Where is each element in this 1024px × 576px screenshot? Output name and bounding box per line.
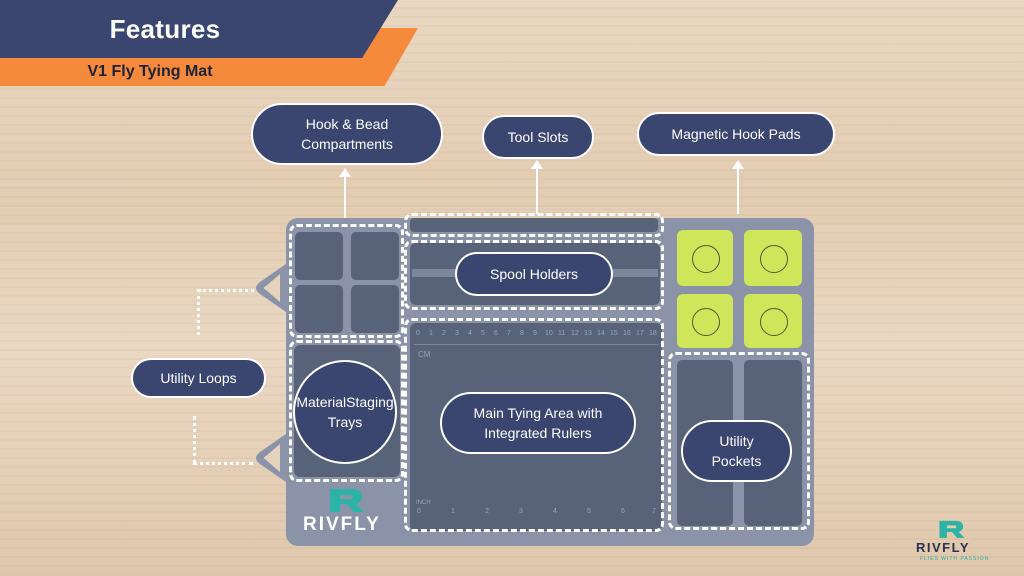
compartment-2 — [351, 232, 399, 280]
ruler-tick: 1 — [429, 330, 433, 337]
corner-brand-tagline: FLIES WITH PASSION — [920, 556, 990, 562]
page-title: Features — [109, 14, 221, 44]
rivfly-logo-mark — [330, 489, 364, 512]
tool-slot — [410, 218, 658, 232]
outline-utility-pockets — [668, 352, 810, 530]
connector-loop-top-v — [197, 289, 200, 335]
callout-magnetic-hook-pads: Magnetic Hook Pads — [637, 112, 835, 156]
compartment-4 — [351, 285, 399, 333]
outline-tool-slots — [404, 213, 664, 237]
arrow-tool-slots — [536, 168, 538, 214]
compartment-3 — [295, 285, 343, 333]
ruler-tick: 0 — [416, 330, 420, 337]
compartment-1 — [295, 232, 343, 280]
inch-tick: 0 — [417, 508, 421, 515]
ruler-tick: 11 — [558, 330, 566, 337]
header-banner — [0, 0, 398, 58]
magnetic-pad-3 — [677, 294, 733, 348]
inch-tick: 1 — [451, 508, 455, 515]
ruler-tick: 6 — [494, 330, 498, 337]
inch-tick: 5 — [587, 508, 591, 515]
connector-loop-bottom-h — [193, 462, 253, 465]
callout-spool-holders: Spool Holders — [455, 252, 613, 296]
corner-brand-logo: RIVFLY — [916, 540, 971, 555]
ruler-tick: 2 — [442, 330, 446, 337]
ruler-tick: 16 — [623, 330, 631, 337]
ruler-tick: 8 — [520, 330, 524, 337]
ruler-tick: 18 — [649, 330, 657, 337]
connector-loop-top-h — [198, 289, 254, 292]
magnetic-pad-2 — [744, 230, 802, 286]
outline-hook-bead — [289, 224, 404, 338]
outline-main-tying-area — [404, 318, 664, 532]
arrow-up-icon — [732, 160, 744, 169]
inch-tick: 2 — [485, 508, 489, 515]
utility-loop-top — [256, 264, 286, 312]
circle-icon — [692, 308, 720, 336]
arrow-up-icon — [339, 168, 351, 177]
inch-tick: 6 — [621, 508, 625, 515]
callout-utility-loops: Utility Loops — [131, 358, 266, 398]
ruler-tick: 7 — [507, 330, 511, 337]
circle-icon — [760, 308, 788, 336]
ruler-tick: 4 — [468, 330, 472, 337]
ruler-tick: 12 — [571, 330, 579, 337]
ruler-tick: 14 — [597, 330, 605, 337]
circle-icon — [692, 245, 720, 273]
ruler-tick: 17 — [636, 330, 644, 337]
magnetic-pad-1 — [677, 230, 733, 286]
ruler-tick: 15 — [610, 330, 618, 337]
inch-tick: 7 — [652, 508, 656, 515]
ruler-tick: 3 — [455, 330, 459, 337]
outline-spool-holders — [404, 240, 664, 310]
arrow-hook-bead — [344, 176, 346, 220]
connector-loop-bottom-v — [193, 416, 196, 464]
inch-label: INCH — [416, 500, 431, 506]
ruler-tick: 5 — [481, 330, 485, 337]
inch-tick: 4 — [553, 508, 557, 515]
mat-brand-logo: RIVFLY — [303, 514, 381, 535]
page-subtitle: V1 Fly Tying Mat — [87, 63, 213, 80]
outline-material-tray — [289, 340, 404, 482]
arrow-magnetic — [737, 168, 739, 214]
ruler-tick: 9 — [533, 330, 537, 337]
ruler-tick: 10 — [545, 330, 553, 337]
corner-logo-mark — [939, 520, 965, 538]
callout-material-staging-trays: MaterialStaging Trays — [293, 360, 397, 464]
cm-label: CM — [418, 350, 431, 359]
utility-loop-bottom — [256, 434, 286, 482]
inch-tick: 3 — [519, 508, 523, 515]
inch-ruler: 0 1 2 3 4 5 6 7 — [416, 508, 658, 520]
circle-icon — [760, 245, 788, 273]
cm-ruler: 0 1 2 3 4 5 6 7 8 9 10 11 12 13 14 15 16… — [414, 330, 658, 345]
ruler-tick: 13 — [584, 330, 592, 337]
callout-tool-slots: Tool Slots — [482, 115, 594, 159]
magnetic-pad-4 — [744, 294, 802, 348]
arrow-up-icon — [531, 160, 543, 169]
